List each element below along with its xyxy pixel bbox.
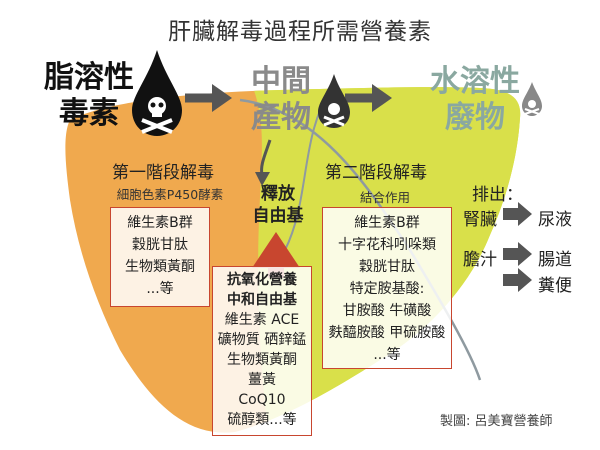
intestine-label: 腸道	[538, 250, 572, 270]
poison-drop-icon	[132, 50, 182, 136]
free-radical-label: 釋放 自由基	[243, 183, 313, 227]
list-item: 穀胱甘肽	[132, 237, 188, 253]
page-title: 肝臟解毒過程所需營養素	[168, 19, 432, 45]
list-item: 生物類黃酮	[227, 352, 297, 368]
list-item: 礦物質 硒鋅錳	[217, 332, 307, 348]
phase1-enzyme: 細胞色素P450酵素	[116, 187, 224, 202]
list-item: 麩醯胺酸 甲硫胺酸	[328, 325, 446, 341]
antioxidant-box: 抗氧化營養 中和自由基 維生素 ACE 礦物質 硒鋅錳 生物類黃酮 薑黃 CoQ…	[212, 266, 312, 436]
lipid-toxin-line1: 脂溶性	[44, 60, 134, 95]
phase2-action: 結合作用	[359, 190, 410, 205]
list-item: 十字花科吲哚類	[338, 237, 436, 253]
feces-label: 糞便	[538, 276, 572, 296]
kidney-label: 腎臟	[463, 210, 497, 230]
list-item: CoQ10	[238, 392, 286, 408]
list-item: 特定胺基酸:	[349, 281, 425, 297]
excretion-label: 排出：	[472, 185, 523, 205]
list-item: ...等	[146, 281, 174, 297]
lipid-toxin-label: 脂溶性 毒素	[34, 60, 144, 132]
antioxidant-title-1: 抗氧化營養	[227, 272, 297, 288]
intermediate-line2: 產物	[251, 100, 311, 135]
list-item: 維生素B群	[127, 215, 193, 231]
water-waste-line2: 廢物	[445, 100, 505, 135]
lipid-toxin-line2: 毒素	[59, 96, 119, 131]
poison-drop-icon-small	[318, 74, 350, 128]
list-item: ...等	[373, 347, 401, 363]
list-item: 維生素B群	[354, 215, 420, 231]
water-waste-line1: 水溶性	[430, 64, 520, 99]
list-item: 穀胱甘肽	[359, 259, 415, 275]
free-radical-line2: 自由基	[252, 206, 304, 226]
list-item: 薑黃	[248, 372, 276, 388]
list-item: 維生素 ACE	[224, 312, 300, 328]
water-waste-label: 水溶性 廢物	[420, 64, 530, 136]
intermediate-label: 中間 產物	[236, 64, 326, 136]
credit-text: 製圖: 呂美寶營養師	[440, 414, 553, 429]
list-item: 硫醇類...等	[227, 412, 297, 428]
intermediate-line1: 中間	[251, 64, 311, 99]
poison-drop-icon-faded	[522, 82, 542, 116]
phase2-nutrient-box: 維生素B群 十字花科吲哚類 穀胱甘肽 特定胺基酸: 甘胺酸 牛磺酸 麩醯胺酸 甲…	[322, 207, 452, 369]
list-item: 甘胺酸 牛磺酸	[342, 303, 432, 319]
bile-label: 膽汁	[463, 250, 497, 270]
phase1-nutrient-box: 維生素B群 穀胱甘肽 生物類黃酮 ...等	[110, 207, 210, 307]
free-radical-line1: 釋放	[261, 184, 295, 204]
urine-label: 尿液	[538, 210, 572, 230]
antioxidant-title-2: 中和自由基	[227, 292, 297, 308]
list-item: 生物類黃酮	[125, 259, 195, 275]
phase1-title: 第一階段解毒	[112, 163, 214, 183]
phase2-title: 第二階段解毒	[325, 163, 427, 183]
